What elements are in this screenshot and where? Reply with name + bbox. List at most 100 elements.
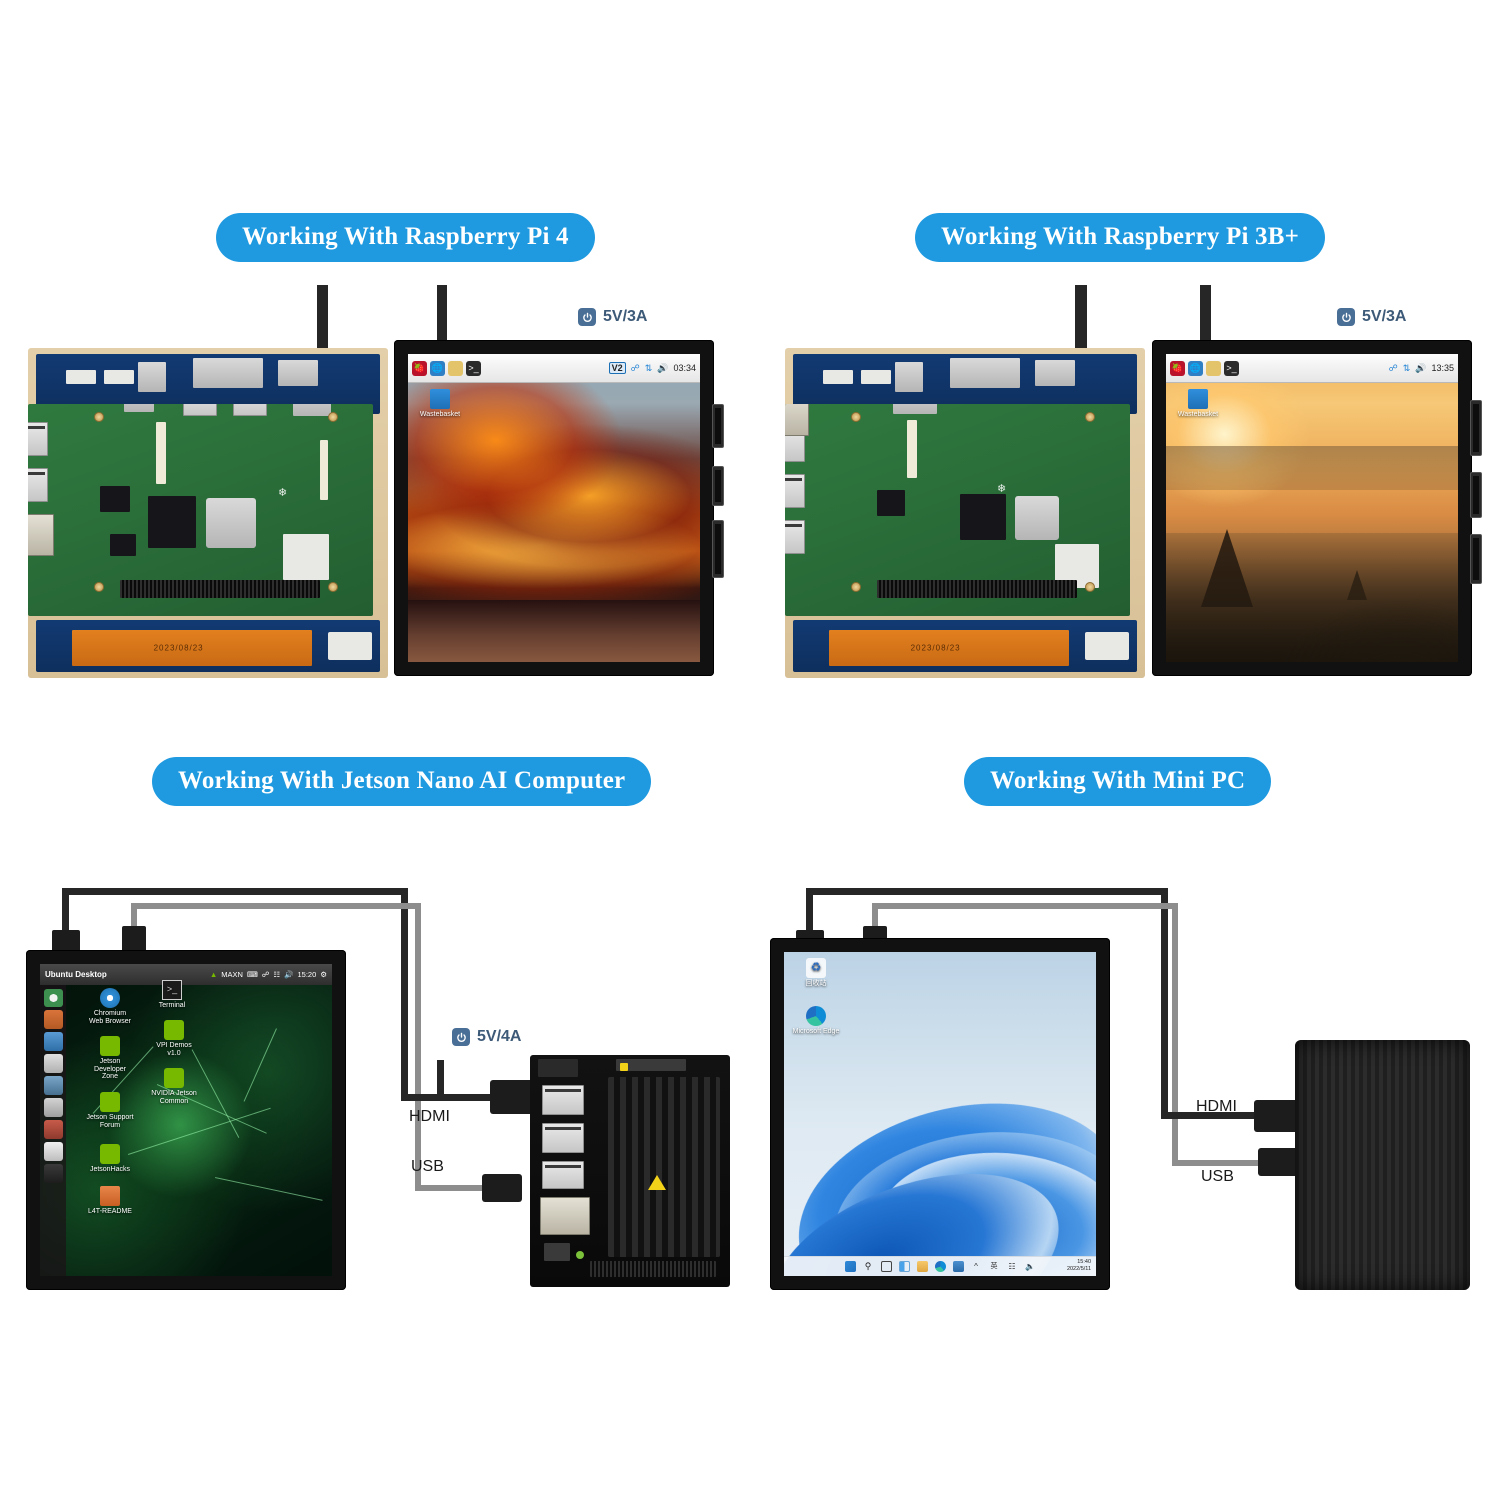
- start-icon[interactable]: [844, 1260, 856, 1272]
- gear-icon[interactable]: ⚙: [320, 969, 327, 979]
- desktop-icon-l4t-readme[interactable]: L4T-README: [86, 1186, 134, 1216]
- hdmi-cable-leg-minipc: [1161, 1112, 1271, 1119]
- ubuntu-launcher-jetson[interactable]: [40, 984, 67, 1276]
- clock-windows11[interactable]: 15:40 2022/5/11: [1067, 1260, 1091, 1274]
- task-view-icon[interactable]: [880, 1260, 892, 1272]
- photos-icon[interactable]: [43, 1076, 63, 1096]
- trash-icon: [1188, 389, 1208, 410]
- nvidia-icon: [164, 1068, 184, 1088]
- help-icon[interactable]: [43, 1120, 63, 1139]
- power-cable-jetson: [437, 1060, 444, 1096]
- desktop-icon-recycle-bin[interactable]: ♻ 回收站: [790, 958, 842, 988]
- keyboard-layout-icon[interactable]: ⌨: [246, 969, 258, 979]
- power-button-icon: [452, 1028, 470, 1046]
- lcd-display-rpi3bplus: 🍓 🌐 >_ ☍ ⇅ 🔊 13:35 Wastebasket: [1152, 340, 1482, 676]
- desktop-icon-microsoft-edge[interactable]: Microsoft Edge: [790, 1006, 842, 1036]
- network-icon[interactable]: ☷: [1008, 1261, 1016, 1271]
- taskbar-rpi4: 🍓 🌐 >_ V2 ☍ ⇅ 🔊 03:34: [408, 354, 700, 384]
- file-manager-icon[interactable]: [448, 360, 463, 376]
- raspberry-menu-icon[interactable]: 🍓: [1170, 360, 1185, 376]
- section-title-minipc: Working With Mini PC: [964, 757, 1272, 806]
- power-cable-rpi4: [437, 285, 447, 343]
- files-icon[interactable]: [43, 1010, 63, 1030]
- side-port-usb-2: [1470, 534, 1482, 584]
- input-method-icon[interactable]: 英: [990, 1262, 998, 1270]
- ubuntu-dash-icon[interactable]: [43, 988, 63, 1008]
- connector-label-usb-minipc: USB: [1201, 1168, 1234, 1185]
- section-title-rpi4: Working With Raspberry Pi 4: [216, 213, 595, 262]
- titlebar-jetson: Ubuntu Desktop ▲ MAXN ⌨ ☍ ☷ 🔊 15:20 ⚙: [40, 964, 332, 985]
- hdmi-cable-riser-jetson: [62, 888, 69, 936]
- clock-rpi3bplus: 13:35: [1431, 363, 1454, 374]
- edge-icon[interactable]: [934, 1260, 946, 1272]
- desktop-icon-nvidia-jetson-common[interactable]: NVIDIA Jetson Common: [150, 1068, 198, 1105]
- mini-pc-chassis: [1295, 1040, 1470, 1290]
- search-icon[interactable]: ⚲: [864, 1260, 872, 1271]
- warning-triangle-icon: [648, 1175, 666, 1190]
- desktop-icon-jetson-support-forum[interactable]: Jetson Support Forum: [86, 1092, 134, 1129]
- network-icon[interactable]: ☷: [273, 969, 281, 979]
- firefox-icon[interactable]: [43, 1032, 63, 1052]
- v2-badge: V2: [608, 362, 626, 375]
- section-title-rpi3bplus: Working With Raspberry Pi 3B+: [915, 213, 1326, 262]
- section-title-jetson: Working With Jetson Nano AI Computer: [152, 757, 652, 806]
- desktop-icon-label: JetsonHacks: [89, 1166, 131, 1173]
- volume-icon[interactable]: 🔊: [1415, 362, 1427, 373]
- file-explorer-icon[interactable]: [916, 1260, 928, 1272]
- screen-minipc: ♻ 回收站 Microsoft Edge ⚲ ^ 英 ☷ 🔈 1: [784, 952, 1096, 1276]
- screen-rpi3bplus: 🍓 🌐 >_ ☍ ⇅ 🔊 13:35 Wastebasket: [1166, 354, 1458, 662]
- fpc-ribbon-cable-rpi4: 2023/08/23: [72, 630, 312, 666]
- chevron-up-icon[interactable]: ^: [974, 1261, 978, 1271]
- trash-icon[interactable]: [43, 1163, 63, 1183]
- raspberry-menu-icon[interactable]: 🍓: [412, 360, 427, 376]
- bluetooth-icon[interactable]: ☍: [261, 969, 270, 979]
- desktop-icon-wastebasket[interactable]: Wastebasket: [1174, 389, 1222, 419]
- desktop-icon-wastebasket[interactable]: Wastebasket: [416, 389, 464, 419]
- software-center-icon[interactable]: [43, 1098, 63, 1118]
- connector-label-usb-jetson: USB: [411, 1158, 444, 1175]
- amazon-icon[interactable]: [43, 1141, 63, 1161]
- power-spec-jetson: 5V/4A: [452, 1028, 521, 1046]
- bluetooth-icon[interactable]: ☍: [1388, 362, 1398, 373]
- power-button-icon: [1337, 308, 1355, 326]
- network-icon[interactable]: ⇅: [644, 362, 653, 373]
- web-browser-icon[interactable]: 🌐: [430, 360, 445, 376]
- terminal-icon[interactable]: >_: [466, 360, 481, 376]
- store-icon[interactable]: [952, 1260, 964, 1272]
- text-editor-icon[interactable]: [43, 1054, 63, 1074]
- power-spec-rpi3bplus: 5V/3A: [1337, 308, 1406, 326]
- file-manager-icon[interactable]: [1206, 360, 1221, 376]
- desktop-icon-jetson-developer-zone[interactable]: Jetson Developer Zone: [86, 1036, 134, 1081]
- lcd-display-jetson: Ubuntu Desktop ▲ MAXN ⌨ ☍ ☷ 🔊 15:20 ⚙: [26, 950, 346, 1290]
- volume-icon[interactable]: 🔈: [1025, 1261, 1035, 1271]
- desktop-icon-jetsonhacks[interactable]: JetsonHacks: [86, 1144, 134, 1174]
- power-mode-label[interactable]: MAXN: [221, 969, 243, 979]
- fpc-date-text: 2023/08/23: [910, 643, 961, 653]
- hdmi-cable-drop-minipc: [1161, 888, 1168, 1118]
- network-icon[interactable]: ⇅: [1402, 362, 1411, 373]
- terminal-icon[interactable]: >_: [1224, 360, 1239, 376]
- desktop-icon-label: L4T-README: [88, 1208, 132, 1215]
- desktop-icon-label: NVIDIA Jetson Common: [151, 1090, 197, 1105]
- screen-rpi4: 🍓 🌐 >_ V2 ☍ ⇅ 🔊 03:34 Wastebasket: [408, 354, 700, 662]
- side-port-hdmi: [712, 520, 724, 578]
- side-port-hdmi: [1470, 400, 1482, 456]
- hdmi-cable-rpi3bplus: [1200, 285, 1211, 343]
- web-browser-icon[interactable]: 🌐: [1188, 360, 1203, 376]
- raspberry-pi-logo: ❄: [278, 487, 288, 499]
- desktop-icon-label: Jetson Support Forum: [86, 1114, 134, 1129]
- desktop-icon-chromium[interactable]: Chromium Web Browser: [86, 988, 134, 1025]
- widgets-icon[interactable]: [898, 1260, 910, 1272]
- desktop-icon-terminal[interactable]: >_ Terminal: [148, 980, 196, 1010]
- recycle-bin-icon: ♻: [806, 958, 826, 978]
- volume-icon[interactable]: 🔊: [284, 969, 294, 979]
- folder-icon: [100, 1186, 120, 1206]
- desktop-icon-vpi-demos[interactable]: VPI Demos v1.0: [150, 1020, 198, 1057]
- hdmi-cable-leg-jetson: [401, 1094, 511, 1101]
- desktop-icon-label: Jetson Developer Zone: [94, 1058, 126, 1081]
- usb-cable-leg-jetson: [415, 1185, 485, 1191]
- bluetooth-icon[interactable]: ☍: [630, 362, 640, 373]
- usb-cable-run-minipc: [872, 903, 1178, 909]
- taskbar-windows11: ⚲ ^ 英 ☷ 🔈 15:40 2022/5/11: [784, 1255, 1096, 1276]
- volume-icon[interactable]: 🔊: [657, 362, 669, 373]
